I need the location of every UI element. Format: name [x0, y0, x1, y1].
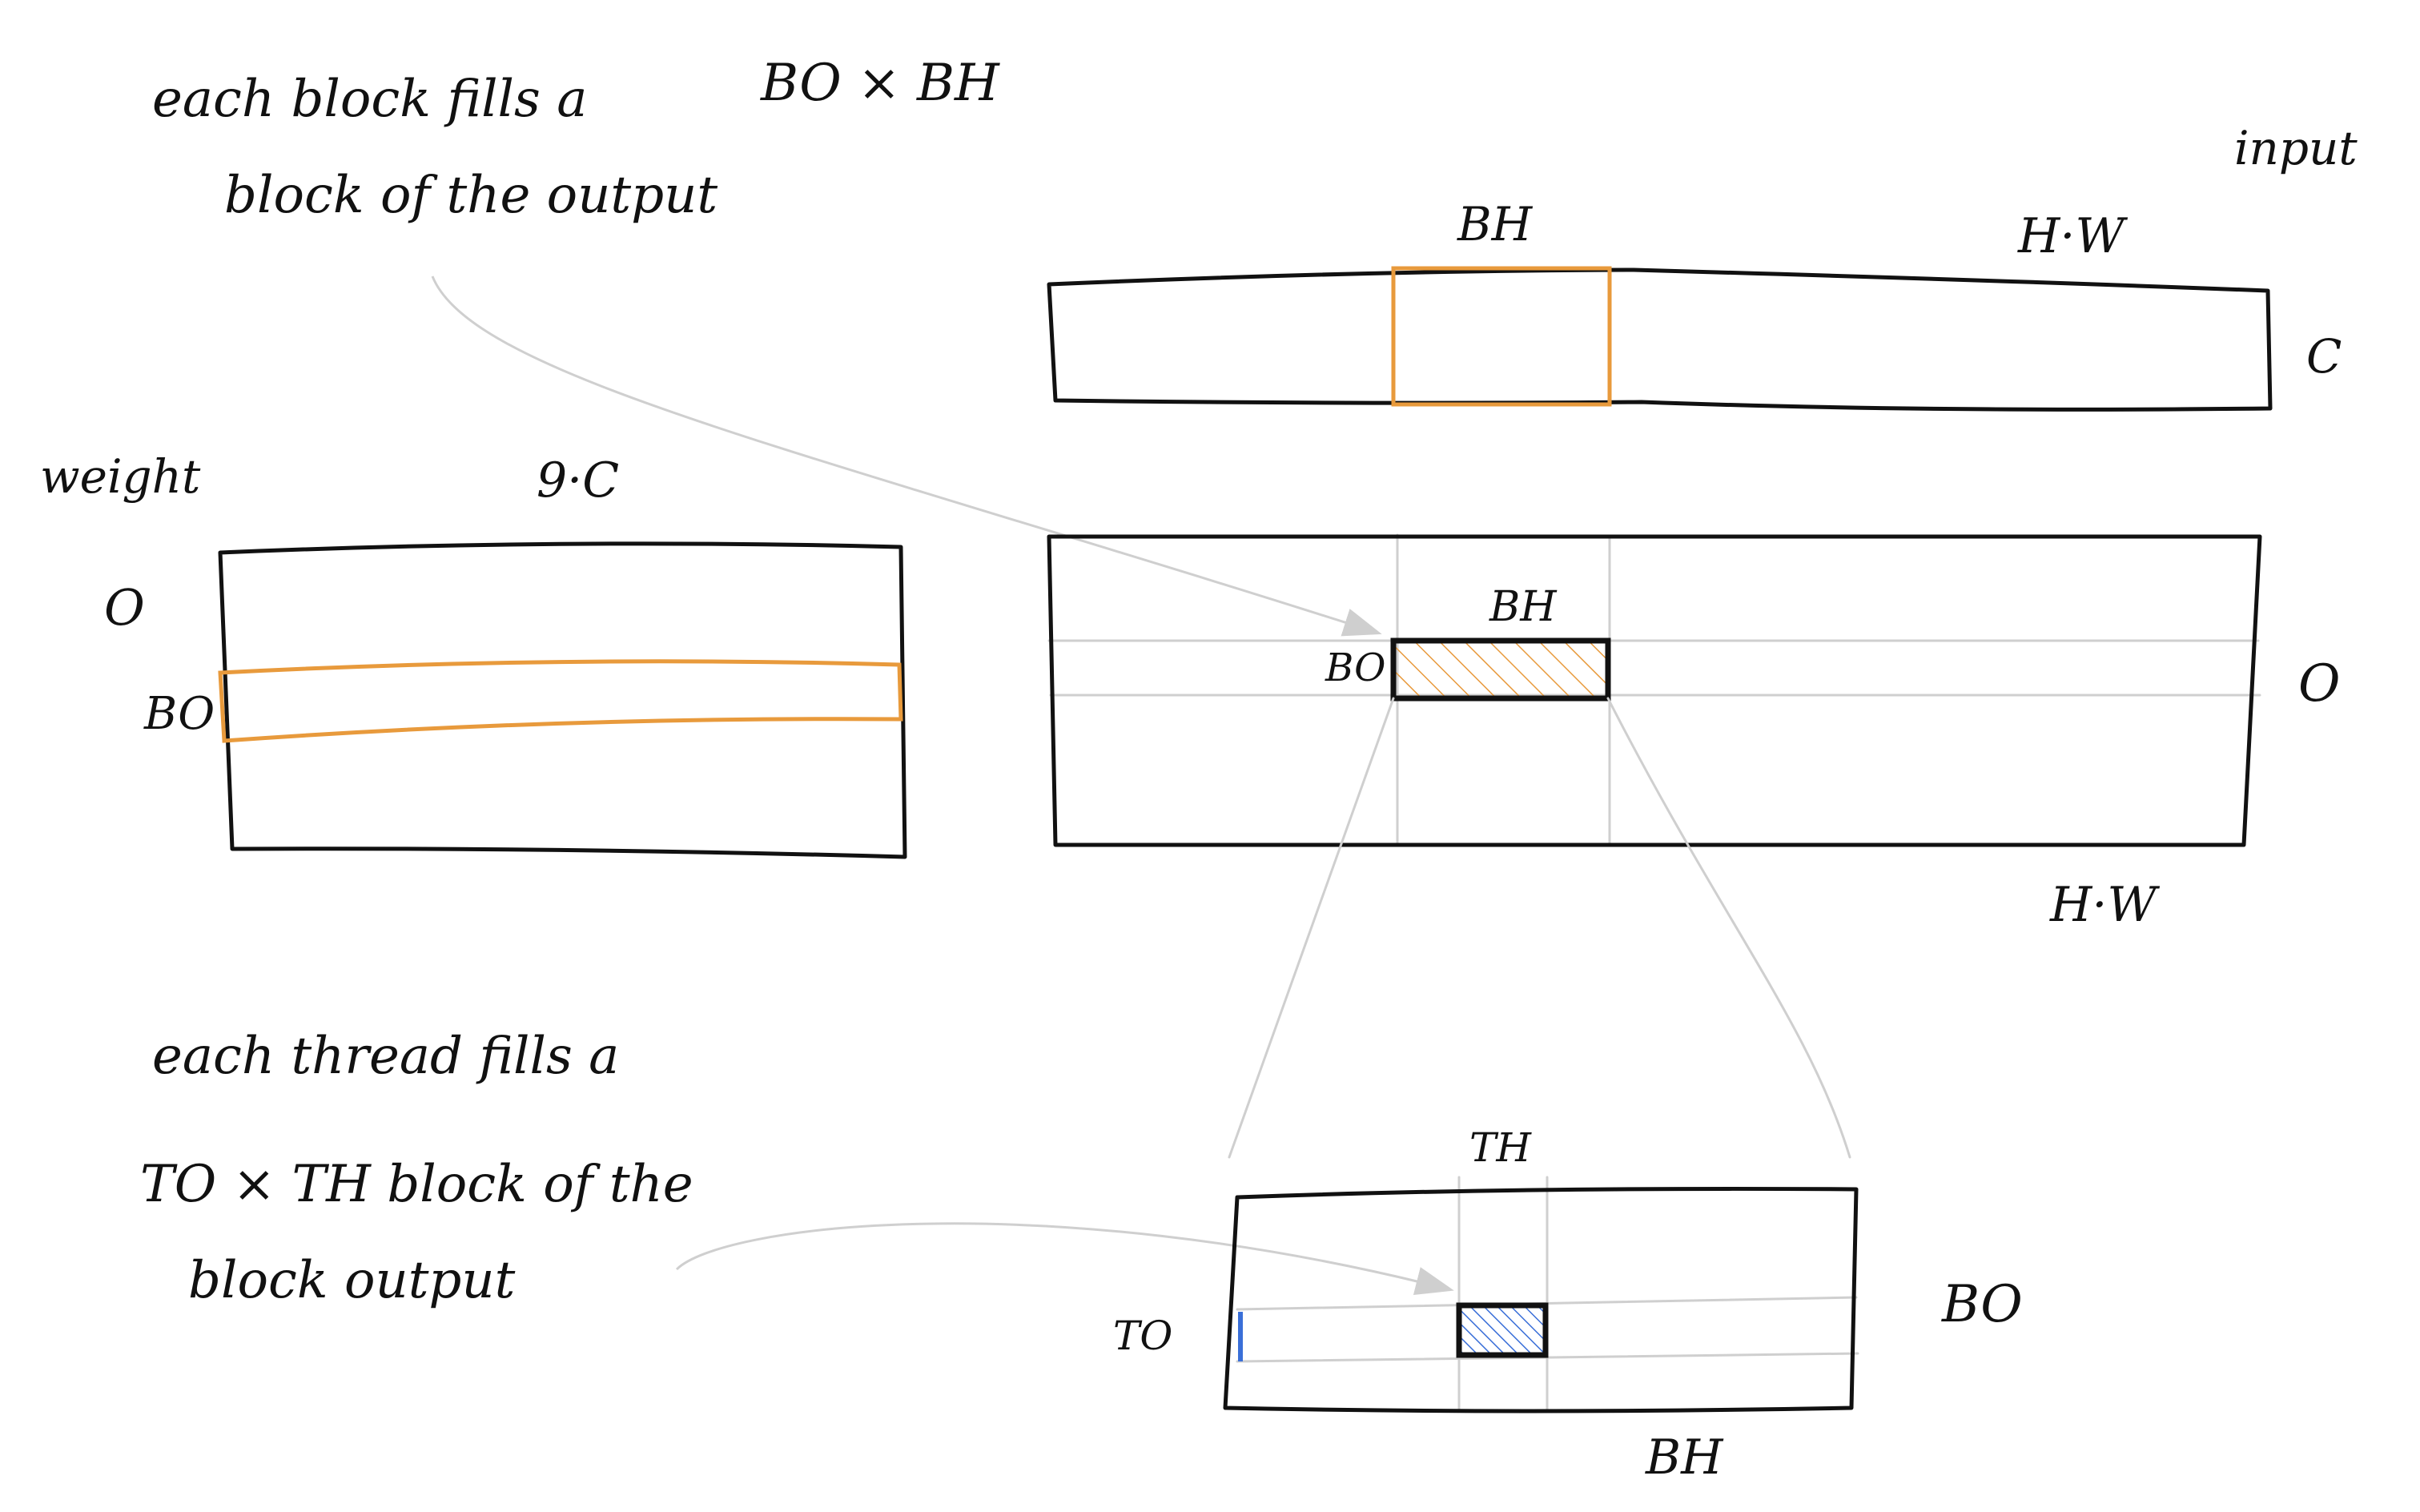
block-note-line2: block of the output — [224, 166, 718, 225]
zoom-guide-right — [1606, 697, 1851, 1159]
weight-matrix-name: weight — [40, 449, 201, 504]
weight-matrix-rect — [218, 541, 907, 859]
zoom-thread-row-label: TO — [1113, 1313, 1172, 1359]
thread-note-line2: TO × TH block of the — [140, 1155, 693, 1214]
weight-block-label: BO — [143, 688, 215, 740]
input-col-label: H·W — [2017, 208, 2128, 264]
weight-col-label: 9·C — [537, 452, 619, 509]
block-note-arrow — [431, 275, 1382, 637]
input-block-highlight — [1391, 266, 1612, 407]
block-note-dims: BO × BH — [760, 54, 1000, 113]
input-row-label: C — [2306, 329, 2342, 384]
thread-note-line3: block output — [188, 1251, 516, 1310]
zoom-block-rect — [1223, 1186, 1859, 1413]
output-matrix-rect — [1047, 533, 2262, 848]
input-matrix-name: input — [2234, 121, 2358, 175]
thread-note-line1: each thread fills a — [152, 1027, 619, 1086]
thread-note-arrow — [675, 1222, 1454, 1296]
zoom-thread-col-label: TH — [1469, 1124, 1532, 1171]
zoom-row-label: BO — [1941, 1275, 2023, 1334]
output-col-label: H·W — [2049, 877, 2160, 933]
input-block-label: BH — [1457, 197, 1534, 251]
thread-block-highlight — [1456, 1302, 1549, 1358]
input-matrix-rect — [1047, 267, 2273, 412]
output-block-row-label: BO — [1325, 645, 1386, 690]
weight-row-highlight — [218, 659, 903, 743]
zoom-guide-left — [1228, 697, 1395, 1159]
weight-row-label: O — [104, 578, 145, 637]
output-block-col-label: BH — [1489, 583, 1558, 631]
output-row-label: O — [2298, 654, 2340, 714]
output-block-highlight — [1390, 637, 1611, 702]
zoom-col-label: BH — [1645, 1430, 1724, 1486]
block-note-line1: each block fills a — [152, 70, 587, 129]
